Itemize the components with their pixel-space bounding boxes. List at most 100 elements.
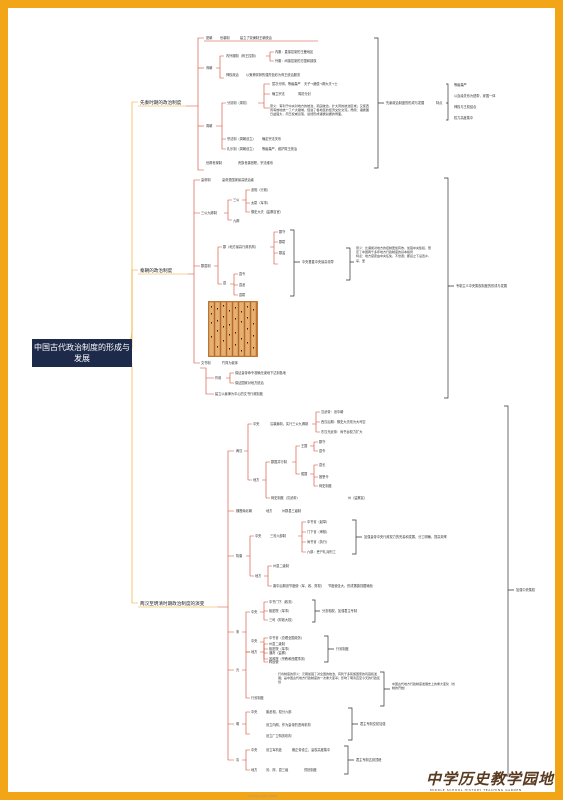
junjian: 郡监	[279, 250, 286, 255]
junshou: 郡守	[279, 229, 285, 234]
yuan-zhongshu: 中书省（总理全国政务）	[269, 635, 304, 640]
sui-center-label: 中央	[255, 533, 262, 538]
features-label: 特点	[436, 100, 443, 105]
wenshu-effect-label: 作用	[215, 375, 221, 380]
trunk-line-3	[123, 350, 138, 604]
wenshu-label: 文书制	[201, 360, 211, 365]
song-shumi: 枢密院（军事）	[269, 608, 291, 613]
han-cishi-zhidu: 刺史制度（汉武帝）	[271, 495, 300, 500]
sangong-three: 三公	[233, 198, 240, 202]
song-zhongshu: 中书门下（政务）	[269, 599, 295, 604]
han-xianzhang: 县长	[319, 462, 326, 467]
fenfeng-item-2: 天子→诸侯→卿大夫→士	[304, 81, 338, 86]
taiwei: 太尉（军事）	[251, 200, 270, 205]
qing-sanji: 省、府、县三级	[266, 767, 289, 772]
song-center-effect: 分割相权，加强君主专制	[322, 608, 357, 613]
section-qin: 秦朝的政治制度	[140, 267, 173, 274]
yuan-local-notes: 行省制度的意义：元朝加强了对全国的统治，有利于多民族国家的巩固和发展；是中国古代…	[278, 672, 380, 684]
root-topic[interactable]: 中国古代政治制度的形成与发展	[32, 339, 132, 367]
shijiu-label: 世卿世禄制	[206, 160, 222, 165]
lizhi-label: 礼乐制（周朝创立）	[227, 146, 256, 151]
yuan-label: 元	[236, 668, 240, 672]
yuan-shumi: 枢密院（军事）	[269, 646, 291, 651]
wenshu-effect-1: 保证皇帝命令准确无误地下达到各地	[235, 370, 287, 375]
han-local-label: 地方	[253, 477, 259, 482]
feature-4: 权力高度集中	[454, 115, 473, 120]
mind-map-canvas: 先秦时期的政治制度 秦朝的政治制度 两汉至明清时期政治制度的演变 夏朝 世袭制 …	[123, 35, 536, 777]
yushi: 御史大夫（监察百官）	[251, 209, 283, 214]
xia-label: 夏朝	[206, 35, 212, 40]
brand-name-cn: 中学历史教学园地	[426, 770, 555, 788]
section-pre-qin: 先秦时期的政治制度	[140, 99, 182, 106]
mind-map-sheet: 先秦时期的政治制度 秦朝的政治制度 两汉至明清时期政治制度的演变 夏朝 世袭制 …	[8, 8, 555, 798]
ming-effect: 君主专制空前加强	[360, 721, 386, 726]
sui-sansheng: 三省六部制	[270, 533, 286, 538]
han-xianling: 县令	[319, 448, 326, 453]
neifu: 内服：直接控制的王畿地区	[275, 49, 314, 54]
ming-fei-chengxiang: 废丞相，权分六部	[266, 709, 292, 714]
song-local-label: 地方	[251, 649, 257, 654]
xian-label: 县	[223, 280, 226, 285]
han-center-label: 中央	[253, 421, 260, 426]
zhou-label: 周朝	[206, 123, 212, 128]
brand-name-en: MIDDLE SCHOOL HISTORY TEACHING GARDEN	[430, 788, 522, 792]
han-dasikong: 西汉后期：御史大夫改为大司空	[321, 419, 366, 424]
qing-junjichu: 设立军机处	[266, 747, 283, 752]
chengxiang: 丞相（行政）	[251, 187, 270, 192]
song-zhouxian: 州县二级制	[269, 641, 285, 646]
features-head: 先秦政治制度的形成与发展	[386, 100, 425, 105]
s1-branch	[186, 37, 204, 171]
ming-changwei: 设立厂卫特务机构	[266, 733, 292, 738]
qin-feature: 专制主义中央集权制度的形成与发展	[456, 283, 508, 288]
han-tuien: 推恩令	[319, 474, 329, 479]
yuan-center-label: 中央	[251, 638, 258, 643]
jiuqing: 九卿	[233, 218, 239, 223]
han-label: 两汉	[236, 448, 243, 453]
tang-fanzhen: 节度使坐大，形成藩镇割据局面	[328, 583, 373, 588]
han-zhongchao: 汉武帝：设中朝	[321, 409, 343, 414]
shang-label: 商朝	[206, 65, 212, 70]
ming-neige: 设立内阁，作为皇帝的咨询机构	[266, 722, 311, 727]
suitang-label: 隋唐	[236, 553, 242, 558]
tang-local-label: 地方	[255, 573, 261, 578]
xianwei: 县尉	[239, 292, 246, 297]
wenshu-effect-2: 保证国家对地方统治	[235, 380, 264, 385]
feature-3: 神权与王权结合	[454, 104, 477, 109]
qing-center-label: 中央	[251, 747, 258, 752]
xianling: 县令	[239, 271, 246, 276]
lizhi-desc: 等级森严，维护周王统治	[262, 146, 298, 151]
yuan-xingsheng-tag: 行省制度	[336, 646, 350, 651]
song-label: 宋	[236, 629, 240, 634]
han-shangshu: 东汉光武帝：尚书台权力扩大	[321, 429, 363, 434]
section-later: 两汉至明清时期政治制度的演变	[140, 600, 205, 607]
yuan-local-label: 行省制度	[251, 695, 265, 700]
bamboo-slips-image	[208, 301, 258, 357]
fenfeng-item-1: 层次分明，等级森严	[272, 81, 301, 86]
xia-desc: 建立了奴隶制王朝统治	[240, 35, 273, 40]
ming-label: 明	[236, 722, 239, 726]
ming-center-label: 中央	[251, 709, 258, 714]
huangdi-desc: 皇帝是国家最高统治者	[222, 177, 255, 182]
qing-local-label: 地方	[251, 767, 257, 772]
tang-zhouxian: 州县二级制	[273, 563, 289, 568]
fenfeng-item-4: 周初分封	[298, 91, 312, 96]
han-houguo: 侯国	[301, 471, 307, 476]
fenfeng-note: 意义：有利于中央对地方的统治，巩固统治，扩大周的统治区域；又使西周有效地统一了广…	[270, 104, 369, 116]
fenfeng-item-3: 确立宗法	[272, 91, 285, 96]
waifu: 外服：间接控制的方国和部族	[275, 58, 317, 63]
weijin-local: 地方	[266, 508, 272, 513]
menxia: 门下省（审核）	[307, 529, 329, 534]
song-sansi: 三司（财政大权）	[269, 617, 295, 622]
wenshu-desc: 竹简为载体	[222, 360, 239, 365]
trunk-line-2	[124, 269, 138, 349]
sangong-label: 三公九卿制	[201, 210, 217, 215]
tang-jiedushi: 唐中后期设节度使（军、政、财权）	[273, 583, 324, 588]
feature-2: 以血缘关系为纽带，家国一体	[454, 93, 496, 98]
jun-label: 郡（地方最高行政机构）	[223, 244, 258, 249]
qing-effect: 君主专制达到顶峰	[356, 757, 382, 762]
qing-label: 清	[236, 757, 240, 762]
huangdi-label: 皇帝制	[201, 177, 211, 182]
qing-yongzheng: 雍正帝设立，皇权高度集中	[292, 747, 330, 752]
weijin-desc: 州郡县三级制	[282, 508, 301, 513]
yuan-xuanzheng: 宣政院（宗教和西藏事务）	[269, 656, 307, 661]
